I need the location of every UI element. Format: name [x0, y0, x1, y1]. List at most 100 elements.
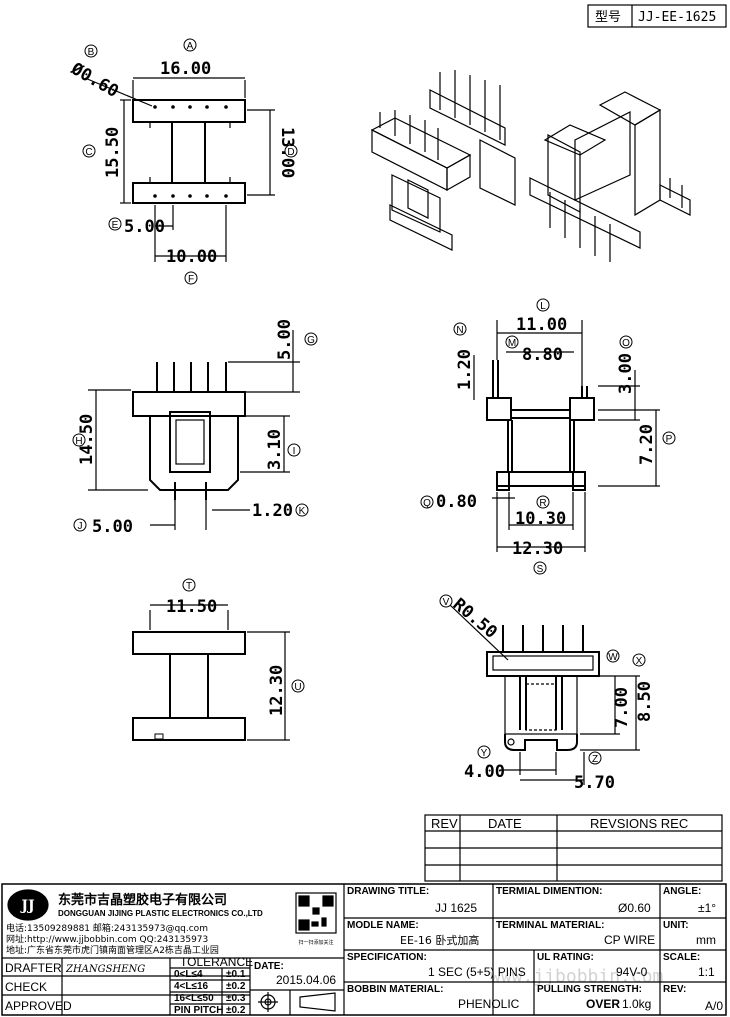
pulling-strength-value: 1.0kg: [622, 997, 651, 1011]
marker-q: Q: [423, 498, 431, 509]
pulling-over: OVER: [586, 997, 620, 1011]
marker-u: U: [294, 682, 301, 693]
dim-x: 8.50: [635, 681, 655, 722]
marker-g: G: [307, 335, 315, 346]
rev-value: A/0: [705, 999, 723, 1013]
company-name-cn: 东莞市吉晶塑胶电子有限公司: [58, 892, 227, 908]
terminal-dim-value: Ø0.60: [618, 901, 651, 915]
pulling-strength-label: PULLING STRENGTH:: [537, 984, 642, 995]
drawing-title-label: DRAWING TITLE:: [347, 886, 429, 897]
company-contact-line2: 网址:http://www.jjbobbin.com QQ:243135973: [6, 933, 208, 945]
angle-value: ±1°: [698, 901, 716, 915]
marker-s: S: [537, 564, 544, 575]
iso-view-right: [529, 91, 691, 262]
marker-h: H: [75, 436, 82, 447]
dim-f: 10.00: [166, 247, 217, 267]
scale-value: 1:1: [698, 965, 715, 979]
ul-rating-value: 94V-0: [616, 965, 648, 979]
marker-y: Y: [481, 748, 488, 759]
marker-i: I: [293, 446, 296, 457]
dim-c: 15.50: [103, 127, 123, 178]
title-block: [1, 883, 727, 1016]
model-box-label: 型号: [595, 9, 621, 24]
company-logo-text: JJ: [19, 898, 35, 914]
unit-label: UNIT:: [663, 920, 689, 931]
dim-w: 7.00: [612, 687, 632, 728]
model-box: [587, 4, 727, 28]
drafter-label: DRAFTER: [5, 961, 62, 975]
date-value: 2015.04.06: [276, 973, 336, 987]
tolerance-label: TOLERANCE: [180, 955, 253, 969]
dim-e: 5.00: [124, 217, 165, 237]
iso-view-left: [370, 70, 516, 251]
scale-label: SCALE:: [663, 952, 700, 963]
model-name-value: EE-16 卧式加高: [400, 933, 479, 947]
marker-m: M: [508, 338, 516, 349]
bobbin-material-value: PHENOLIC: [458, 997, 520, 1011]
terminal-material-label: TERMINAL MATERIAL:: [496, 920, 605, 931]
section-view: [449, 604, 640, 785]
company-logo: [7, 889, 49, 921]
marker-x: X: [636, 656, 643, 667]
dim-p: 7.20: [637, 424, 657, 465]
tol-value-0: ±0.1: [226, 969, 246, 980]
dim-i: 3.10: [265, 429, 285, 470]
revision-table: [424, 814, 723, 882]
ul-rating-label: UL RATING:: [537, 952, 594, 963]
marker-z: Z: [592, 754, 598, 765]
marker-c: C: [85, 147, 92, 158]
company-contact-line3: 地址:广东省东莞市虎门镇南面管理区A2栋吉晶工业园: [6, 944, 219, 956]
dim-g: 5.00: [275, 319, 295, 360]
bobbin-material-label: BOBBIN MATERIAL:: [347, 984, 443, 995]
unit-value: mm: [696, 933, 716, 947]
dim-a: 16.00: [160, 59, 211, 79]
front-view: [88, 330, 300, 530]
dim-h: 14.50: [77, 414, 97, 465]
dim-q: 0.80: [436, 492, 477, 512]
bottom-view: [132, 604, 290, 741]
company-contact-line1: 电话:13509289881 邮箱:243135973@qq.com: [6, 922, 208, 934]
marker-b: B: [88, 47, 95, 58]
dim-v: R0.50: [449, 595, 501, 643]
dim-k: 1.20: [252, 501, 293, 521]
watermark: www.jjbobbin.com: [490, 966, 663, 987]
dim-z: 5.70: [574, 773, 615, 793]
model-box-value: JJ-EE-1625: [638, 10, 716, 25]
dim-b: Ø0.60: [67, 59, 122, 102]
tol-value-1: ±0.2: [226, 981, 246, 992]
marker-n: N: [456, 325, 463, 336]
marker-f: F: [188, 274, 194, 285]
date-label: DATE:: [254, 961, 284, 972]
marker-d: D: [287, 147, 294, 158]
marker-w: W: [608, 652, 618, 663]
dim-j: 5.00: [92, 517, 133, 537]
terminal-dim-label: TERMIAL DIMENTION:: [496, 886, 602, 897]
dim-r: 10.30: [515, 509, 566, 529]
specification-label: SPECIFICATION:: [347, 952, 427, 963]
tol-range-0: 0<L≤4: [174, 969, 203, 980]
top-view: [84, 77, 275, 262]
drawing-title-value: JJ 1625: [435, 901, 477, 915]
check-label: CHECK: [5, 980, 47, 994]
terminal-material-value: CP WIRE: [604, 933, 655, 947]
dim-y: 4.00: [464, 762, 505, 782]
qr-caption: 扫一扫添加关注: [298, 939, 333, 946]
marker-j: J: [78, 521, 83, 532]
marker-p: P: [666, 434, 673, 445]
tol-range-2: 16<L≤50: [174, 993, 214, 1004]
dim-n: 1.20: [455, 349, 475, 390]
dim-s: 12.30: [512, 539, 563, 559]
dim-u: 12.30: [267, 665, 287, 716]
dim-d: 13.00: [277, 127, 297, 178]
dim-t: 11.50: [166, 597, 217, 617]
revisions-header: REVSIONS REC: [590, 816, 688, 831]
dimension-markers: [72, 38, 676, 765]
dim-m: 8.80: [522, 345, 563, 365]
dim-o: 3.00: [616, 353, 636, 394]
drafter-value: ZHANGSHENG: [65, 964, 145, 975]
rev-header: REV: [431, 816, 458, 831]
rev-label: REV:: [663, 984, 686, 995]
tol-range-1: 4<L≤16: [174, 981, 209, 992]
tol-range-3: PIN PITCH: [174, 1005, 223, 1016]
